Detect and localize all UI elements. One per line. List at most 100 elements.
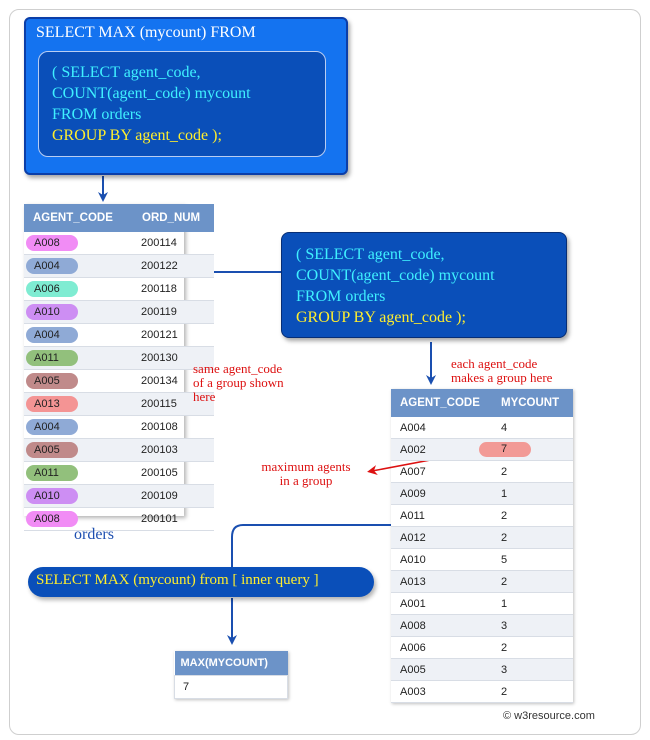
result-table: MAX(MYCOUNT) 7	[174, 651, 288, 699]
outer-line-1: ( SELECT agent_code,	[52, 64, 201, 81]
group-cell-agent-code: A013	[391, 570, 492, 593]
orders-cell-agent-code: A010	[24, 484, 133, 508]
group-cell-agent-code: A009	[391, 482, 492, 505]
orders-cell-agent-code: A005	[24, 438, 133, 462]
group-cell-mycount: 2	[492, 504, 573, 527]
max-count-highlight: 7	[479, 442, 531, 457]
orders-cell-ord-num: 200122	[133, 254, 214, 278]
group-cell-mycount: 3	[492, 658, 573, 681]
result-col-max: MAX(MYCOUNT)	[174, 651, 288, 676]
orders-cell-agent-code: A006	[24, 277, 133, 301]
group-cell-mycount: 1	[492, 482, 573, 505]
orders-row: A004 200122	[24, 254, 214, 278]
group-cell-mycount: 7	[479, 438, 573, 461]
agent-code-pill: A004	[26, 419, 78, 435]
group-cell-mycount: 4	[492, 417, 573, 439]
orders-cell-ord-num: 200114	[133, 232, 214, 255]
outer-line-4: GROUP BY agent_code );	[52, 127, 222, 144]
note-same-group: same agent_code of a group shown here	[193, 361, 284, 404]
inner-line-4: GROUP BY agent_code );	[296, 309, 466, 326]
group-cell-agent-code: A002	[391, 438, 492, 461]
orders-cell-agent-code: A004	[24, 254, 133, 278]
agent-code-pill: A011	[26, 350, 78, 366]
orders-col-agent-code: AGENT_CODE	[24, 204, 133, 232]
agent-code-pill: A013	[26, 396, 78, 412]
footer-credit: © w3resource.com	[503, 710, 595, 722]
orders-cell-ord-num: 200119	[133, 300, 214, 324]
inner-query-box: ( SELECT agent_code, COUNT(agent_code) m…	[281, 232, 567, 338]
group-col-mycount: MYCOUNT	[492, 389, 573, 417]
group-cell-mycount: 2	[492, 526, 573, 549]
group-cell-mycount: 2	[492, 680, 573, 703]
note-each-group: each agent_code makes a group here	[451, 356, 553, 385]
group-cell-mycount: 2	[492, 570, 573, 593]
group-cell-agent-code: A003	[391, 680, 492, 703]
orders-col-ord-num: ORD_NUM	[133, 204, 214, 232]
group-cell-agent-code: A005	[391, 658, 492, 681]
orders-row: A006 200118	[24, 277, 214, 301]
orders-cell-ord-num: 200121	[133, 323, 214, 347]
orders-cell-ord-num: 200101	[133, 507, 214, 531]
orders-cell-ord-num: 200108	[133, 415, 214, 439]
group-cell-agent-code: A008	[391, 614, 492, 637]
orders-cell-agent-code: A008	[24, 507, 133, 531]
agent-code-pill: A004	[26, 327, 78, 343]
outer-subquery-box: ( SELECT agent_code, COUNT(agent_code) m…	[38, 51, 326, 157]
agent-code-pill: A005	[26, 442, 78, 458]
inner-line-3: FROM orders	[296, 288, 386, 305]
orders-cell-ord-num: 200118	[133, 277, 214, 301]
inner-line-2: COUNT(agent_code) mycount	[296, 267, 495, 284]
link-groups-to-final	[231, 524, 391, 567]
group-cell-agent-code: A004	[391, 417, 492, 439]
orders-cell-agent-code: A004	[24, 323, 133, 347]
outer-query-head: SELECT MAX (mycount) FROM	[36, 24, 256, 41]
agent-code-pill: A004	[26, 258, 78, 274]
group-col-agent-code: AGENT_CODE	[391, 389, 492, 417]
group-cell-mycount: 3	[492, 614, 573, 637]
group-cell-mycount: 1	[492, 592, 573, 615]
agent-code-pill: A006	[26, 281, 78, 297]
orders-cell-agent-code: A005	[24, 369, 133, 393]
orders-row: A004 200108	[24, 415, 214, 439]
orders-row: A005 200103	[24, 438, 214, 462]
agent-code-pill: A005	[26, 373, 78, 389]
group-cell-agent-code: A006	[391, 636, 492, 659]
group-cell-agent-code: A011	[391, 504, 492, 527]
orders-cell-agent-code: A011	[24, 346, 133, 370]
orders-row: A004 200121	[24, 323, 214, 347]
final-query-bar: SELECT MAX (mycount) from [ inner query …	[28, 567, 374, 597]
orders-cell-agent-code: A011	[24, 461, 133, 485]
group-cell-mycount: 2	[492, 636, 573, 659]
result-value: 7	[174, 675, 288, 699]
orders-caption: orders	[74, 526, 114, 543]
orders-cell-ord-num: 200103	[133, 438, 214, 462]
orders-cell-ord-num: 200109	[133, 484, 214, 508]
final-query-text: SELECT MAX (mycount) from [ inner query …	[36, 572, 319, 588]
orders-cell-agent-code: A013	[24, 392, 133, 416]
inner-line-1: ( SELECT agent_code,	[296, 246, 445, 263]
group-cell-agent-code: A007	[391, 460, 492, 483]
agent-code-pill: A011	[26, 465, 78, 481]
outer-query-box: SELECT MAX (mycount) FROM ( SELECT agent…	[24, 17, 348, 175]
orders-cell-agent-code: A008	[24, 232, 133, 255]
group-cell-agent-code: A001	[391, 592, 492, 615]
group-cell-agent-code: A010	[391, 548, 492, 571]
